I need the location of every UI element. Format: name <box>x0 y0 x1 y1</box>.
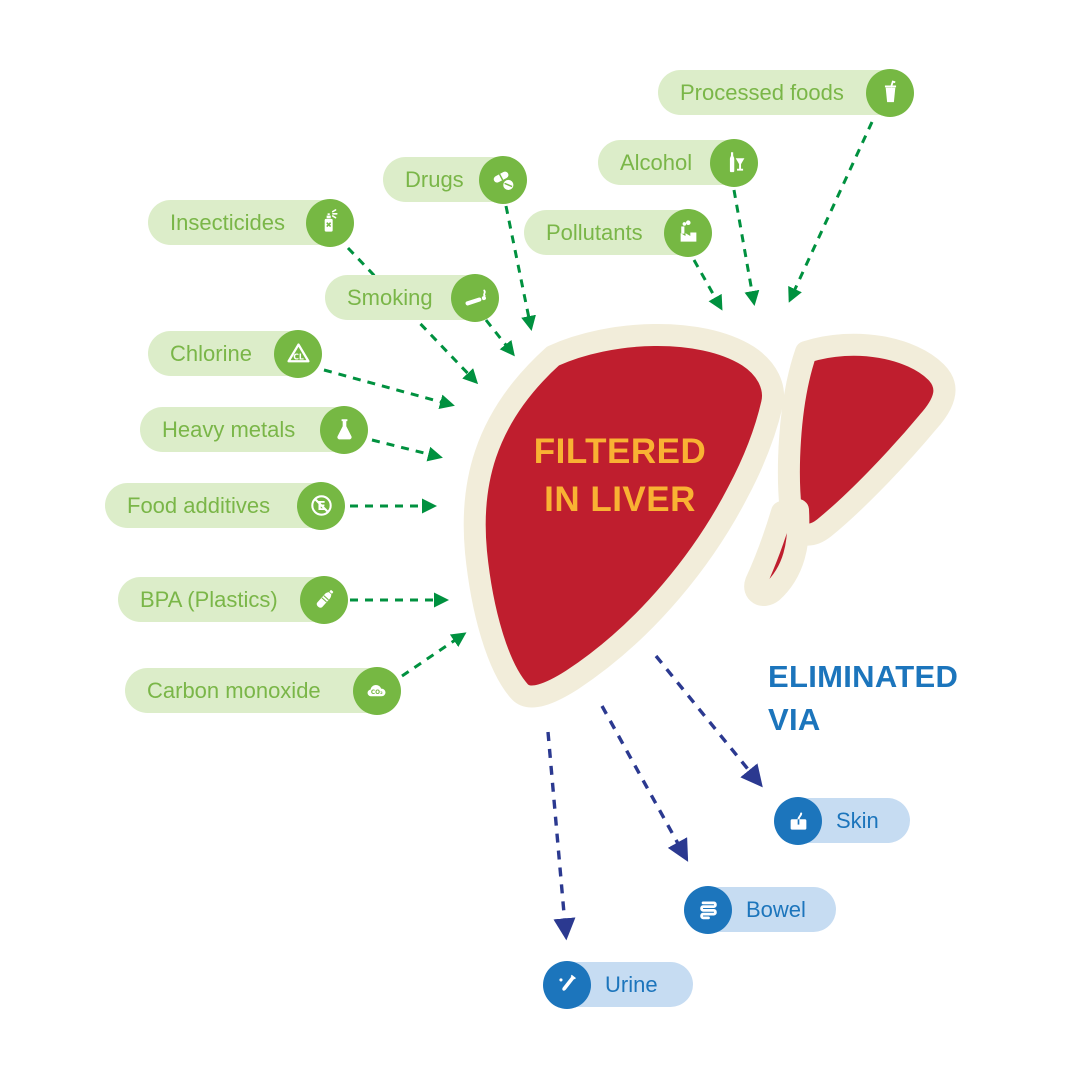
skin-icon <box>774 796 822 845</box>
toxin-pill-drugs: Drugs <box>383 155 527 204</box>
liver-caption-line1: FILTERED <box>533 432 707 471</box>
cigarette-icon <box>451 273 499 322</box>
toxin-pill-carbon-monoxide: Carbon monoxide CO₂ <box>125 666 401 715</box>
toxin-pill-insecticides: Insecticides <box>148 198 354 247</box>
pills-icon <box>479 155 527 204</box>
eliminated-line1: ELIMINATED <box>768 659 959 694</box>
urine-icon <box>543 960 591 1009</box>
toxin-label: Processed foods <box>680 79 844 105</box>
toxin-pill-smoking: Smoking <box>325 273 499 322</box>
toxin-label: Smoking <box>347 284 433 310</box>
co2-cloud-icon: CO₂ <box>353 666 401 715</box>
toxin-label: Chlorine <box>170 340 252 366</box>
toxin-pill-alcohol: Alcohol <box>598 138 758 187</box>
liver-caption: FILTERED IN LIVER <box>495 428 745 524</box>
arrow-carbon-monoxide <box>401 632 467 678</box>
toxin-pill-bpa: BPA (Plastics) <box>118 575 348 624</box>
co2-icon-text: CO₂ <box>370 690 382 696</box>
chlorine-icon-text: CL <box>293 352 304 361</box>
arrow-alcohol <box>732 189 760 306</box>
bowel-icon <box>684 885 732 934</box>
spray-can-icon <box>306 198 354 247</box>
plastic-bottle-icon <box>300 575 348 624</box>
arrow-to-bowel <box>600 705 689 862</box>
toxin-label: Alcohol <box>620 149 693 175</box>
route-label: Urine <box>605 971 658 997</box>
liver-duct <box>744 499 810 606</box>
arrow-heavy-metals <box>371 438 443 462</box>
chlorine-warning-icon: CL <box>274 329 322 378</box>
toxin-label: Carbon monoxide <box>147 677 321 703</box>
flask-icon <box>320 405 368 454</box>
toxin-label: BPA (Plastics) <box>140 586 278 612</box>
arrow-smoking <box>484 319 515 357</box>
e-additive-icon: E <box>297 481 345 530</box>
toxin-label: Pollutants <box>546 219 643 245</box>
eliminated-line2: VIA <box>768 702 821 737</box>
toxin-pill-processed-foods: Processed foods <box>658 68 914 117</box>
toxin-label: Food additives <box>127 492 271 518</box>
arrow-pollutants <box>692 259 723 311</box>
arrow-to-urine <box>546 731 576 941</box>
liver-right-lobe <box>777 333 956 546</box>
route-pill-bowel: Bowel <box>684 885 836 934</box>
alcohol-icon <box>710 138 758 187</box>
toxin-pill-food-additives: Food additives E <box>105 481 345 530</box>
liver-caption-line2: IN LIVER <box>544 480 696 519</box>
toxin-pill-pollutants: Pollutants <box>524 208 712 257</box>
route-pill-skin: Skin <box>774 796 910 845</box>
route-pill-urine: Urine <box>543 960 693 1009</box>
arrow-to-skin <box>654 654 763 788</box>
toxin-label: Insecticides <box>170 209 285 235</box>
route-label: Bowel <box>746 896 806 922</box>
toxin-pill-chlorine: Chlorine CL <box>148 329 322 378</box>
toxin-label: Heavy metals <box>162 416 296 442</box>
route-label: Skin <box>836 807 879 833</box>
toxin-pill-heavy-metals: Heavy metals <box>140 405 368 454</box>
factory-icon <box>664 208 712 257</box>
arrow-processed-foods <box>788 121 874 303</box>
arrow-chlorine <box>323 368 455 410</box>
toxin-label: Drugs <box>405 166 464 192</box>
fast-food-icon <box>866 68 914 117</box>
eliminated-via-heading: ELIMINATED VIA <box>768 655 958 741</box>
